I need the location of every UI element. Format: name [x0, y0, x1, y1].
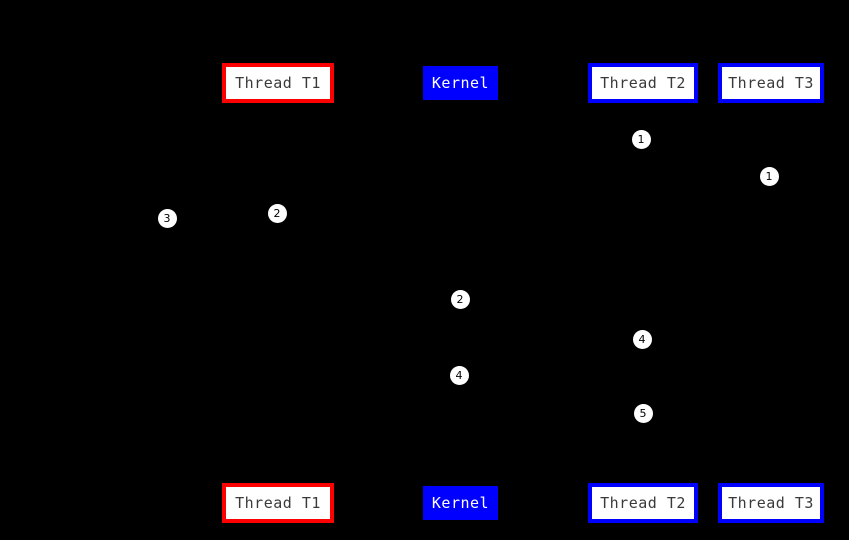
step-marker-label: 2: [273, 206, 281, 220]
step-marker: 1: [631, 129, 651, 149]
lifeline-nub-thread-t1-bottom: [276, 480, 279, 483]
step-marker: 4: [449, 365, 469, 385]
participant-footer-thread-t2[interactable]: Thread T2: [588, 483, 698, 523]
step-marker: 3: [157, 208, 177, 228]
step-marker-label: 1: [765, 169, 773, 183]
step-marker: 2: [267, 203, 287, 223]
step-marker-label: 3: [163, 211, 171, 225]
participant-footer-thread-t3-label: Thread T3: [728, 494, 814, 512]
participant-header-thread-t1[interactable]: Thread T1: [222, 63, 334, 103]
participant-header-kernel[interactable]: Kernel: [423, 66, 498, 100]
message-arrow-5: [460, 348, 643, 349]
step-marker: 2: [450, 289, 470, 309]
participant-footer-thread-t3[interactable]: Thread T3: [718, 483, 824, 523]
participant-header-thread-t2[interactable]: Thread T2: [588, 63, 698, 103]
lifeline-nub-thread-t2-bottom: [641, 480, 644, 483]
participant-header-thread-t2-label: Thread T2: [600, 74, 686, 92]
lifeline-thread-t1: [278, 103, 279, 483]
step-marker: 1: [759, 166, 779, 186]
participant-header-kernel-label: Kernel: [431, 74, 490, 92]
step-marker-label: 5: [639, 406, 647, 420]
step-marker-label: 4: [455, 368, 463, 382]
message-arrow-7: [460, 422, 643, 423]
participant-footer-thread-t1[interactable]: Thread T1: [222, 483, 334, 523]
message-arrow-6: [460, 385, 643, 386]
participant-footer-thread-t1-label: Thread T1: [235, 494, 321, 512]
lifeline-thread-t3: [771, 103, 772, 483]
participant-header-thread-t3[interactable]: Thread T3: [718, 63, 824, 103]
step-marker-label: 2: [456, 292, 464, 306]
participant-header-thread-t3-label: Thread T3: [728, 74, 814, 92]
step-marker: 4: [632, 329, 652, 349]
participant-footer-kernel-label: Kernel: [431, 494, 490, 512]
message-arrow-3: [278, 222, 460, 223]
lifeline-thread-t2: [643, 103, 644, 483]
message-arrow-1: [460, 148, 643, 149]
participant-footer-kernel[interactable]: Kernel: [423, 486, 498, 520]
participant-footer-thread-t2-label: Thread T2: [600, 494, 686, 512]
step-marker: 5: [633, 403, 653, 423]
step-marker-label: 1: [637, 132, 645, 146]
lifeline-nub-thread-t3-bottom: [769, 480, 772, 483]
participant-header-thread-t1-label: Thread T1: [235, 74, 321, 92]
message-arrow-2: [460, 186, 771, 187]
step-marker-label: 4: [638, 332, 646, 346]
message-arrow-4: [278, 309, 460, 310]
